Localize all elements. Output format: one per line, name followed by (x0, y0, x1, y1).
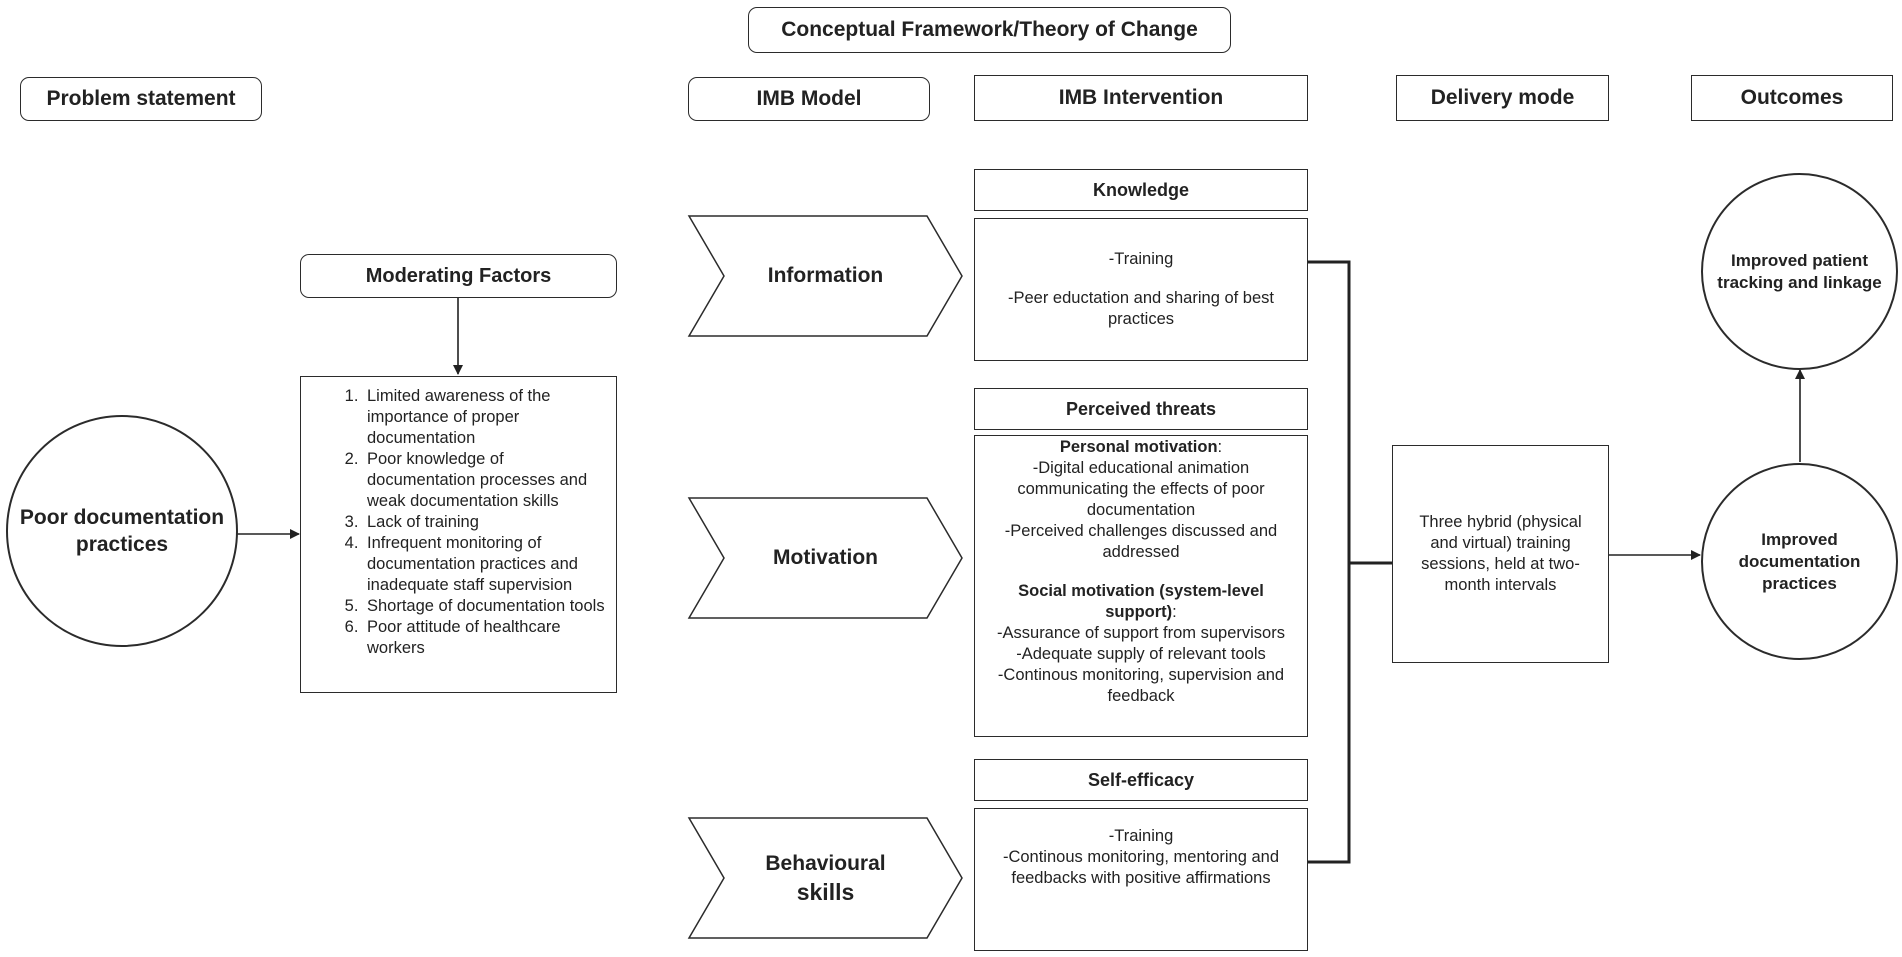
personal-motivation-colon: : (1217, 438, 1223, 456)
perceived-threats-title-text: Perceived threats (1065, 398, 1217, 419)
diagram-title: Conceptual Framework/Theory of Change (748, 7, 1231, 53)
moderating-factors-list: Limited awareness of the importance of p… (301, 386, 616, 659)
header-imb-model-text: IMB Model (756, 87, 862, 110)
self-efficacy-title: Self-efficacy (974, 759, 1308, 801)
header-problem-statement-text: Problem statement (46, 87, 236, 110)
factor-item: Infrequent monitoring of documentation p… (363, 533, 616, 596)
moderating-factors-list-box: Limited awareness of the importance of p… (300, 376, 617, 693)
problem-circle-text: Poor documentation practices (19, 506, 225, 556)
chevron-information (687, 215, 963, 337)
knowledge-line: -Peer eductation and sharing of best pra… (1007, 289, 1274, 328)
header-delivery-mode: Delivery mode (1396, 75, 1609, 121)
outcome-tracking-text: Improved patient tracking and linkage (1717, 250, 1882, 292)
header-problem-statement: Problem statement (20, 77, 262, 121)
factor-item: Lack of training (363, 512, 616, 533)
factor-item: Poor knowledge of documentation processe… (363, 449, 616, 512)
knowledge-line: -Training (1108, 250, 1174, 268)
imb-skills-text: skills (796, 879, 855, 905)
personal-motivation-line: -Digital educational animation communica… (1017, 459, 1265, 519)
personal-motivation-title: Personal motivation (1059, 438, 1218, 456)
social-motivation-line: -Continous monitoring, supervision and f… (997, 666, 1285, 705)
diagram-title-text: Conceptual Framework/Theory of Change (781, 18, 1198, 41)
imb-behavioural-skills-label: Behavioural skills (724, 818, 927, 938)
social-motivation-colon: : (1172, 603, 1177, 621)
knowledge-box: -Training -Peer eductation and sharing o… (974, 218, 1308, 361)
header-outcomes: Outcomes (1691, 75, 1893, 121)
moderating-factors-title: Moderating Factors (300, 254, 617, 298)
imb-motivation-text: Motivation (773, 546, 878, 569)
header-imb-model: IMB Model (688, 77, 930, 121)
perceived-threats-title: Perceived threats (974, 388, 1308, 430)
chevron-behavioural-skills (687, 817, 963, 939)
header-imb-intervention-text: IMB Intervention (1058, 86, 1224, 109)
social-motivation-line: -Adequate supply of relevant tools (1016, 645, 1266, 663)
chevron-motivation (687, 497, 963, 619)
outcome-documentation-text: Improved documentation practices (1738, 529, 1861, 593)
knowledge-title-text: Knowledge (1092, 179, 1189, 200)
self-efficacy-line: -Continous monitoring, mentoring and fee… (1002, 848, 1280, 887)
factor-item: Limited awareness of the importance of p… (363, 386, 616, 449)
personal-motivation-heading: Personal motivation: (1060, 437, 1222, 458)
moderating-factors-title-text: Moderating Factors (365, 264, 552, 287)
self-efficacy-box: -Training -Continous monitoring, mentori… (974, 808, 1308, 951)
perceived-threats-box: Personal motivation: -Digital educationa… (974, 435, 1308, 737)
personal-motivation-line: -Perceived challenges discussed and addr… (1004, 522, 1278, 561)
delivery-mode-text: Three hybrid (physical and virtual) trai… (1419, 513, 1582, 594)
header-delivery-mode-text: Delivery mode (1430, 86, 1575, 109)
self-efficacy-line: -Training (1108, 827, 1174, 845)
imb-information-label: Information (724, 216, 927, 336)
imb-information-text: Information (767, 264, 884, 287)
factor-item: Shortage of documentation tools (363, 596, 616, 617)
self-efficacy-title-text: Self-efficacy (1087, 769, 1195, 790)
imb-behavioural-text: Behavioural (765, 852, 886, 875)
outcome-tracking-circle: Improved patient tracking and linkage (1701, 173, 1898, 370)
social-motivation-line: -Assurance of support from supervisors (997, 624, 1285, 642)
social-motivation-title: Social motivation (system-level support) (1018, 582, 1264, 621)
header-outcomes-text: Outcomes (1740, 86, 1844, 109)
interventions-bracket (1308, 260, 1351, 864)
problem-circle: Poor documentation practices (6, 415, 238, 647)
knowledge-title: Knowledge (974, 169, 1308, 211)
delivery-mode-box: Three hybrid (physical and virtual) trai… (1392, 445, 1609, 663)
factor-item: Poor attitude of healthcare workers (363, 617, 616, 659)
imb-motivation-label: Motivation (724, 498, 927, 618)
social-motivation-heading: Social motivation (system-level support)… (985, 581, 1297, 623)
outcome-documentation-circle: Improved documentation practices (1701, 463, 1898, 660)
header-imb-intervention: IMB Intervention (974, 75, 1308, 121)
